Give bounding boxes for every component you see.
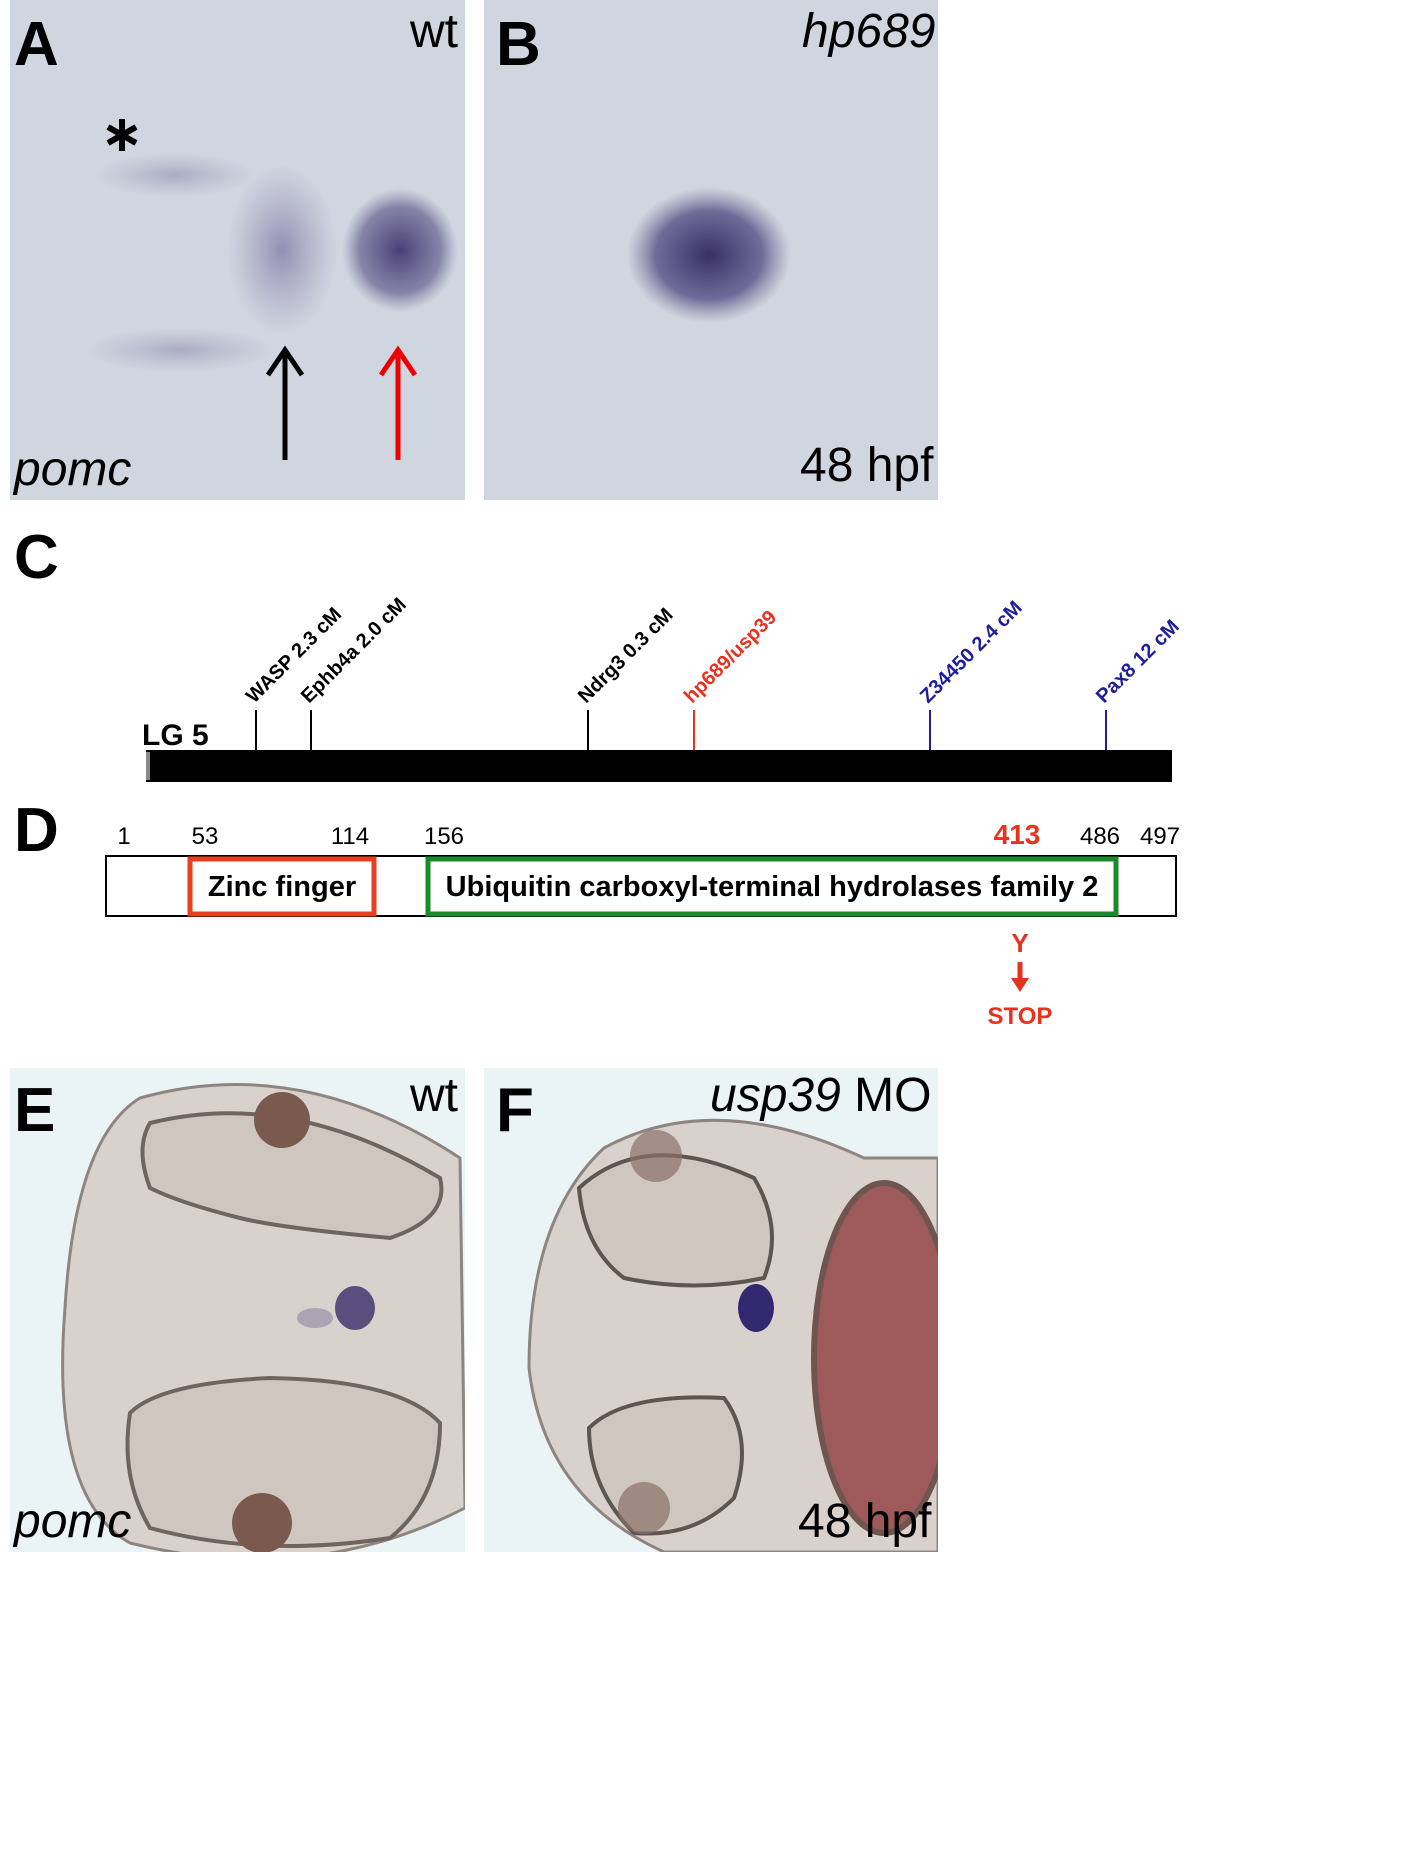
panel-a-genotype: wt <box>410 5 458 58</box>
lower-lens <box>618 1482 670 1534</box>
marker-label: Ndrg3 0.3 cM <box>574 604 678 708</box>
ubiquitin-domain <box>425 856 1119 917</box>
panel-a-gene: pomc <box>14 443 132 496</box>
panel-f-image <box>484 1068 938 1552</box>
pomc-cluster <box>627 187 791 323</box>
chromosome-bar <box>146 750 1172 782</box>
panel-e-gene: pomc <box>14 1495 132 1548</box>
marker-label: Z34450 2.4 cM <box>916 597 1027 708</box>
mutation-stop-label: STOP <box>988 1003 1053 1030</box>
panel-a-letter: A <box>14 10 59 79</box>
marker-label: Pax8 12 cM <box>1092 616 1184 708</box>
protein-domain-svg: Zinc finger Ubiquitin carboxyl-terminal … <box>105 819 1180 1030</box>
panel-d-letter: D <box>14 796 59 865</box>
panel-b-image <box>484 0 938 500</box>
upper-eye <box>576 1153 774 1288</box>
lower-lens <box>232 1493 292 1552</box>
position-label: 1 <box>117 823 130 850</box>
position-label: 156 <box>424 823 464 850</box>
marker-label: WASP 2.3 cM <box>242 603 346 707</box>
upper-lens <box>630 1130 682 1182</box>
panel-d-protein: Zinc finger Ubiquitin carboxyl-terminal … <box>0 810 1420 1040</box>
lower-eye <box>125 1375 443 1548</box>
pomc-stain <box>335 1286 375 1330</box>
pomc-stain <box>738 1284 774 1332</box>
panel-f-micrograph <box>484 1068 938 1552</box>
zinc-finger-domain <box>187 856 377 917</box>
panel-e-micrograph <box>10 1068 465 1552</box>
panel-b-stage: 48 hpf <box>800 439 934 492</box>
panel-b-letter: B <box>496 10 541 79</box>
hypothalamic-cells-upper <box>95 153 255 197</box>
marker-label: hp689/usp39 <box>680 606 781 707</box>
panel-f-suffix: MO <box>840 1069 932 1122</box>
asterisk-marker <box>106 119 138 151</box>
mutation-from-residue: Y <box>1011 928 1028 958</box>
pomc-stain-faint <box>297 1308 333 1328</box>
panel-f-stage: 48 hpf <box>798 1495 932 1548</box>
panel-a-micrograph <box>10 0 465 500</box>
upper-lens <box>254 1092 310 1148</box>
panel-b-genotype: hp689 <box>802 5 936 58</box>
black-arrow <box>265 345 305 460</box>
chromosome-bar-edge <box>146 752 150 780</box>
position-label: 114 <box>331 823 369 850</box>
position-label: 497 <box>1140 823 1180 850</box>
posterior-cluster <box>227 165 337 335</box>
yolk-sac <box>811 1180 938 1536</box>
panel-e-image <box>10 1068 465 1552</box>
hypothalamic-cells-lower <box>85 328 275 372</box>
mutation-position-label: 413 <box>994 819 1041 850</box>
panel-a-image <box>10 0 465 500</box>
position-label: 53 <box>192 823 219 850</box>
upper-eye <box>140 1111 444 1241</box>
zinc-finger-label: Zinc finger <box>208 871 356 903</box>
ubiquitin-label: Ubiquitin carboxyl-terminal hydrolases f… <box>446 871 1099 903</box>
panel-c-letter: C <box>14 523 59 592</box>
panel-f-gene: usp39 <box>710 1069 841 1122</box>
panel-e-genotype: wt <box>410 1069 458 1122</box>
panel-b-micrograph <box>484 0 938 500</box>
panel-f-letter: F <box>496 1076 534 1145</box>
panel-e-letter: E <box>14 1076 56 1145</box>
protein-bar <box>105 855 1177 917</box>
position-label: 486 <box>1080 823 1120 850</box>
panel-f-genotype: usp39 MO <box>710 1072 931 1120</box>
red-arrow <box>378 345 418 460</box>
anterior-pituitary-cluster <box>342 188 458 312</box>
mutation-arrow-icon <box>1011 962 1029 992</box>
chromosome-label: LG 5 <box>142 719 209 752</box>
